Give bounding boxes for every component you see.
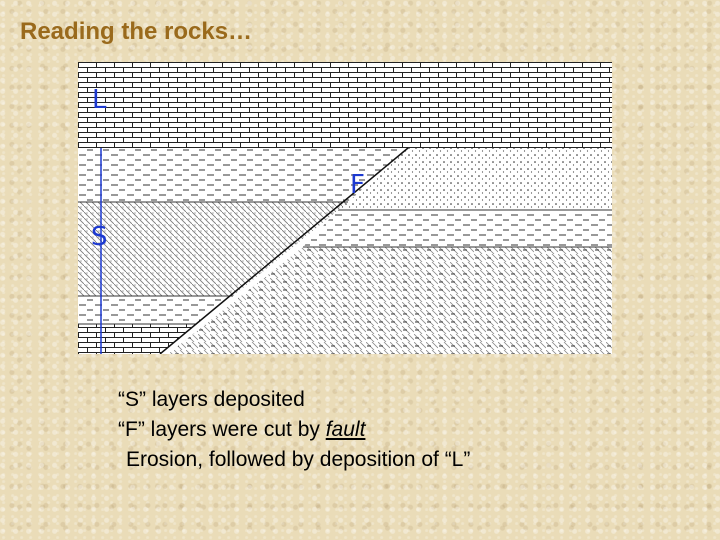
label-S: S xyxy=(91,222,108,252)
left-lower-dashed-layer xyxy=(78,296,233,324)
label-L: L xyxy=(92,85,107,115)
label-F: F xyxy=(350,170,365,200)
right-dashed-layer xyxy=(303,210,612,247)
caption: “S” layers deposited “F” layers were cut… xyxy=(118,385,470,475)
right-hatched-layer xyxy=(168,247,612,354)
caption-line-2: “F” layers were cut by fault xyxy=(118,415,470,445)
left-bottom-brick-layer xyxy=(78,324,196,354)
layer-L-brick xyxy=(78,62,612,148)
fault-line xyxy=(159,147,409,354)
caption-line-3: Erosion, followed by deposition of “L” xyxy=(126,448,471,471)
left-hatched-layer xyxy=(78,202,348,296)
slide-title: Reading the rocks… xyxy=(20,18,253,45)
caption-line-1: “S” layers deposited xyxy=(118,388,305,411)
rock-layers-diagram: L F S xyxy=(78,62,612,354)
fault-word: fault xyxy=(325,418,366,441)
caption-line-2-text: “F” layers were cut by xyxy=(118,418,326,441)
left-dashed-layer xyxy=(78,148,408,202)
right-dotted-layer xyxy=(338,148,612,210)
